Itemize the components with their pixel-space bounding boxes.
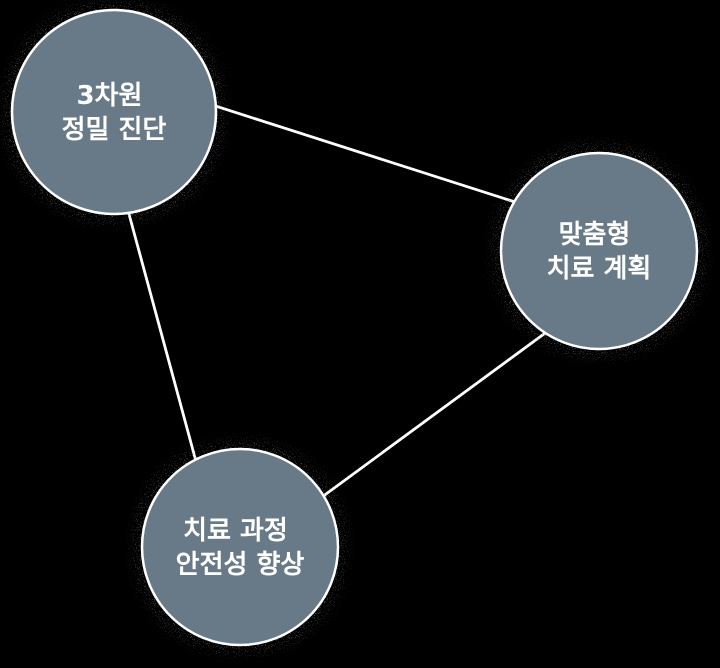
node-customized-treatment-plan-label: 맞춤형 치료 계획 <box>547 220 652 284</box>
label-line-1: 맞춤형 <box>559 220 631 250</box>
edge-diagnosis-to-safety <box>124 201 209 504</box>
label-line-2: 안전성 향상 <box>176 550 305 580</box>
node-treatment-safety-improvement: 치료 과정 안전성 향상 <box>140 447 340 647</box>
node-3d-precision-diagnosis: 3차원 정밀 진단 <box>10 8 218 216</box>
node-customized-treatment-plan-circle <box>499 151 699 351</box>
label-line-2: 치료 계획 <box>547 254 652 284</box>
node-treatment-safety-improvement-circle <box>140 447 340 647</box>
edge-safety-to-plan <box>320 329 550 499</box>
edges <box>124 100 550 504</box>
label-line-2: 정밀 진단 <box>62 115 167 145</box>
node-3d-precision-diagnosis-circle <box>10 8 218 216</box>
node-customized-treatment-plan: 맞춤형 치료 계획 <box>499 151 699 351</box>
node-treatment-safety-improvement-label: 치료 과정 안전성 향상 <box>176 516 305 580</box>
label-line-1: 치료 과정 <box>183 516 288 546</box>
node-3d-precision-diagnosis-label: 3차원 정밀 진단 <box>62 81 167 145</box>
edge-diagnosis-to-plan <box>201 100 517 204</box>
label-line-1: 3차원 <box>77 81 143 111</box>
